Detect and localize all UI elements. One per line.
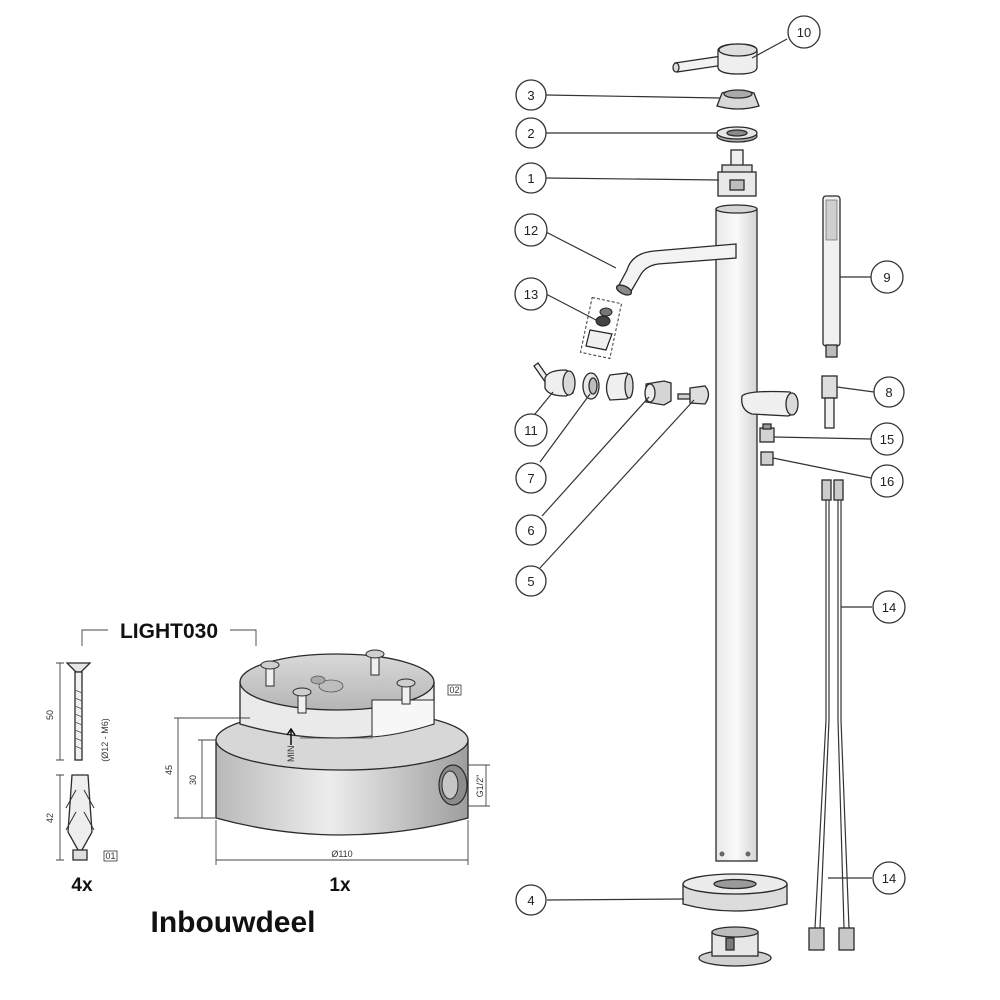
- hose-connector-part: [821, 375, 838, 429]
- callout-8: 8: [873, 376, 905, 408]
- anchor-tag: 01: [103, 850, 118, 862]
- kit-title: LIGHT030: [120, 620, 218, 643]
- hand-shower-part: [822, 195, 841, 358]
- callout-5: 5: [515, 565, 547, 597]
- mount-tag: 02: [447, 684, 462, 696]
- aerator-part: [579, 296, 623, 360]
- min-mark-label: MIN: [286, 746, 296, 763]
- svg-text:15: 15: [880, 432, 894, 447]
- callout-1: 1: [515, 162, 547, 194]
- floor-rosette-part: [682, 873, 788, 912]
- callout-3: 3: [515, 79, 547, 111]
- cartridge-part: [717, 149, 757, 197]
- callout-9: 9: [870, 260, 904, 294]
- svg-text:10: 10: [797, 25, 811, 40]
- bolt-dimensions: 50 42 (Ø12 - M6): [45, 662, 110, 861]
- ring-nut-part: [716, 126, 758, 143]
- cover-cap-part: [716, 89, 760, 110]
- kit-subtitle: Inbouwdeel: [151, 906, 316, 939]
- nipple-part-15: [759, 423, 775, 443]
- svg-text:9: 9: [883, 270, 890, 285]
- diverter-nut-part: [644, 380, 672, 406]
- kit-title-bracket: LIGHT030: [81, 620, 257, 646]
- callout-13: 13: [514, 277, 548, 311]
- callout-12: 12: [514, 213, 548, 247]
- svg-text:01: 01: [105, 851, 115, 861]
- diverter-handle-part: [533, 362, 576, 397]
- svg-text:3: 3: [527, 88, 534, 103]
- diameter-label: Ø110: [331, 849, 352, 859]
- svg-text:4: 4: [527, 893, 534, 908]
- svg-text:5: 5: [527, 574, 534, 589]
- callout-14-top: 14: [872, 590, 906, 624]
- callout-16: 16: [870, 464, 904, 498]
- svg-text:2: 2: [527, 126, 534, 141]
- anchors-quantity: 4x: [71, 875, 93, 896]
- leader-lines: [534, 38, 875, 901]
- svg-text:14: 14: [882, 600, 896, 615]
- column-pipe-part: [715, 204, 758, 862]
- callout-11: 11: [514, 413, 548, 447]
- svg-text:7: 7: [527, 471, 534, 486]
- floor-flange-part: [698, 926, 772, 967]
- lever-handle-part: [672, 43, 758, 75]
- height-total-label: 45: [164, 765, 174, 775]
- svg-text:13: 13: [524, 287, 538, 302]
- mounting-bolt-part: [65, 662, 92, 761]
- nipple-part-16: [760, 451, 774, 466]
- anchor-length-label: 42: [45, 813, 55, 823]
- flexible-hoses-part: [808, 479, 855, 951]
- svg-text:02: 02: [449, 685, 459, 695]
- svg-text:16: 16: [880, 474, 894, 489]
- callout-14-bottom: 14: [872, 861, 906, 895]
- svg-text:11: 11: [524, 423, 538, 438]
- anchor-spec-label: (Ø12 - M6): [100, 718, 110, 762]
- callout-4: 4: [515, 884, 547, 916]
- svg-text:12: 12: [524, 223, 538, 238]
- callout-15: 15: [870, 422, 904, 456]
- height-base-label: 30: [188, 775, 198, 785]
- bolt-length-label: 50: [45, 710, 55, 720]
- mounting-body-part: MIN: [215, 649, 469, 836]
- svg-text:14: 14: [882, 871, 896, 886]
- diverter-ring-part: [582, 372, 600, 400]
- svg-text:8: 8: [885, 385, 892, 400]
- wall-plug-part: [65, 774, 95, 861]
- svg-text:1: 1: [527, 171, 534, 186]
- diverter-sleeve-part: [605, 372, 634, 401]
- callout-10: 10: [787, 15, 821, 49]
- svg-text:6: 6: [527, 523, 534, 538]
- callout-7: 7: [515, 462, 547, 494]
- shower-holder-part: [741, 390, 799, 417]
- callout-2: 2: [515, 117, 547, 149]
- mount-quantity: 1x: [329, 875, 351, 896]
- mount-dimensions: 45 30 Ø110 G1/2": [164, 717, 490, 865]
- callout-6: 6: [515, 514, 547, 546]
- diverter-spindle-part: [677, 385, 710, 405]
- thread-label: G1/2": [475, 775, 485, 798]
- spout-part: [615, 243, 737, 296]
